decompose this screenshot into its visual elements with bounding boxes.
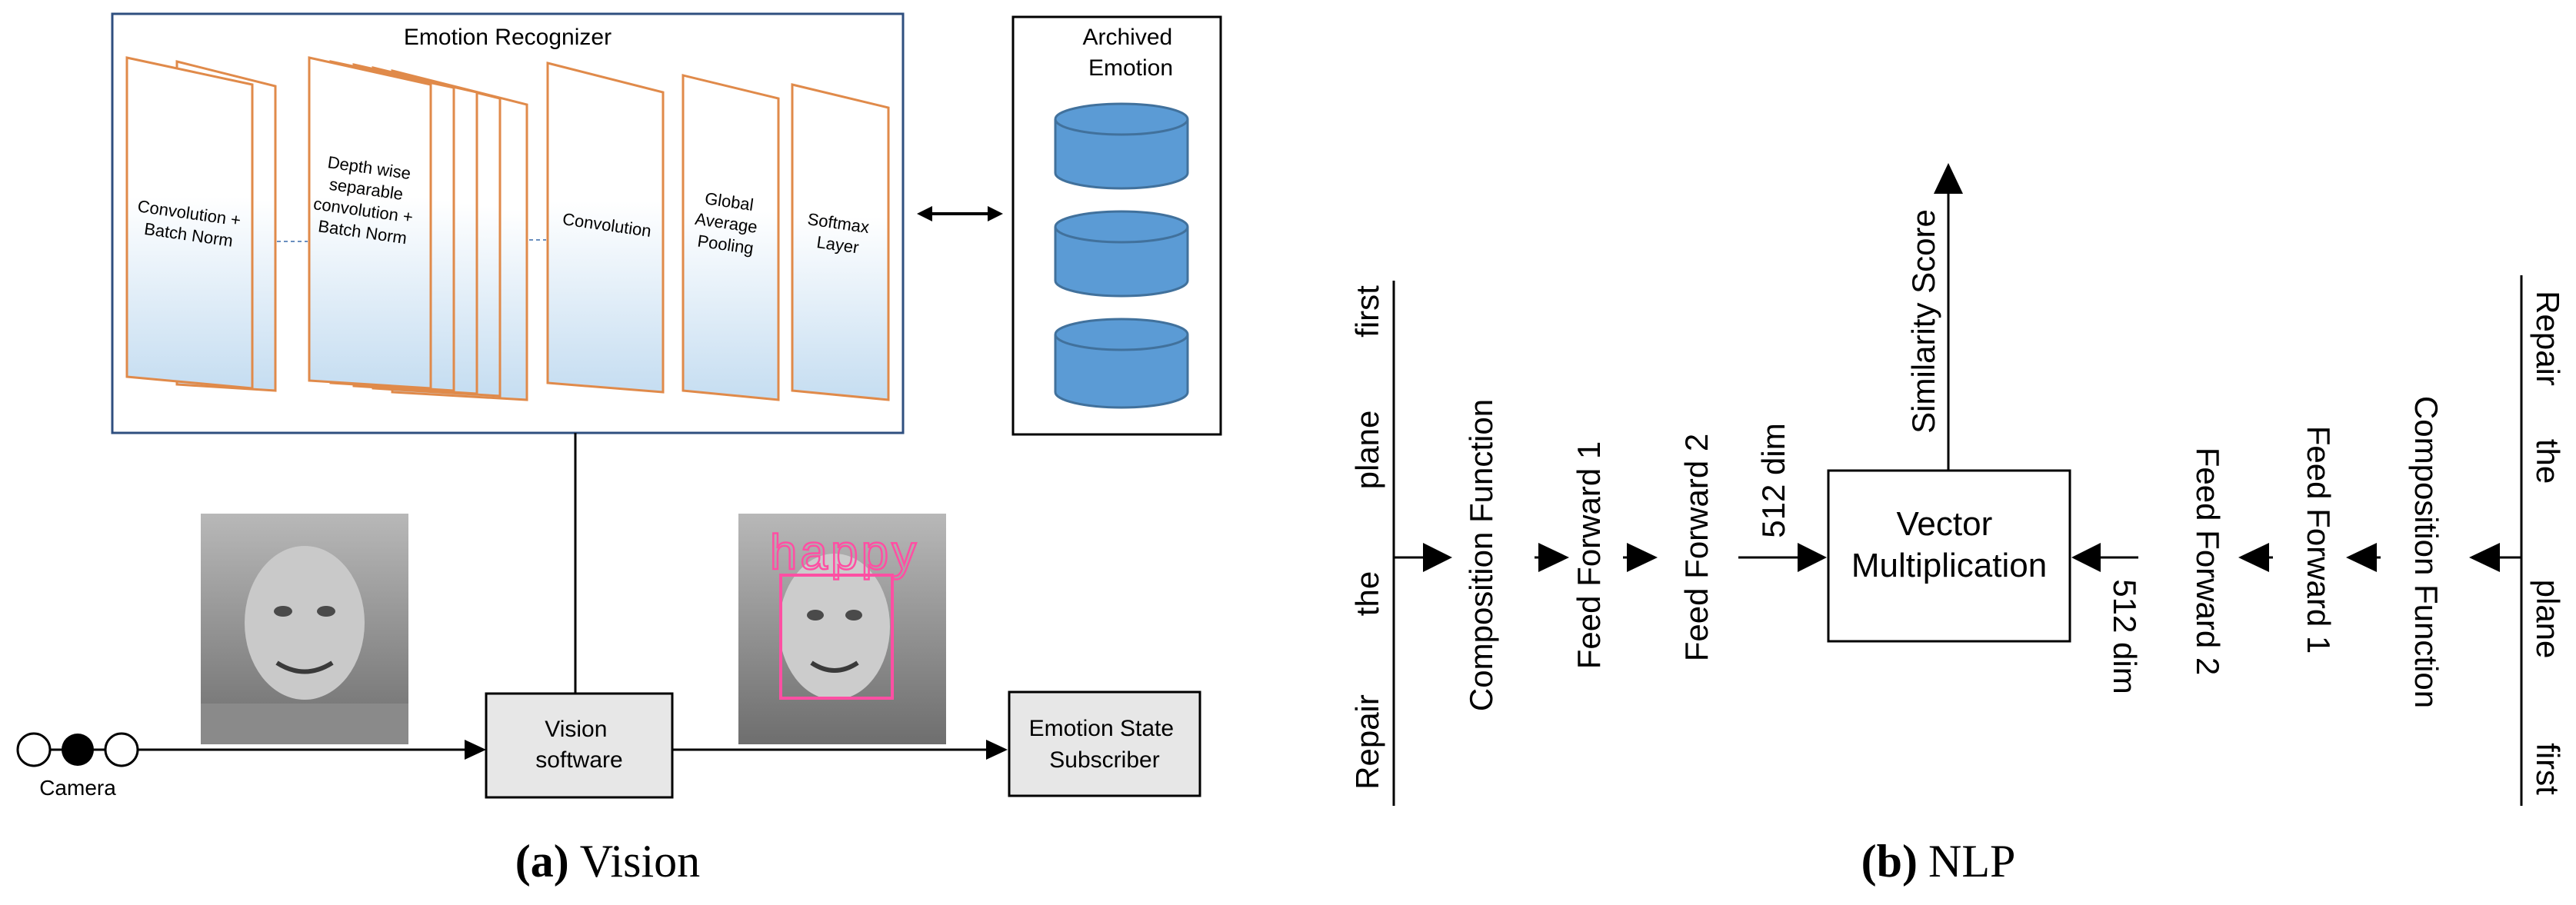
caption-nlp: (b)NLP: [1861, 836, 2016, 887]
camera-label: Camera: [39, 776, 116, 800]
arrow-camera-to-vision: [138, 740, 486, 760]
similarity-score-label: Similarity Score: [1905, 209, 1941, 434]
layer-stack-convolution: Convolution: [546, 62, 665, 394]
nlp-panel: Repair the plane first Composition Funct…: [1349, 163, 2566, 887]
detected-emotion-label: happy: [770, 524, 919, 580]
left-dim-label: 512 dim: [1755, 423, 1791, 537]
left-flow-arrows: [1394, 543, 1827, 572]
database-cylinder-icon: [1054, 318, 1189, 409]
right-stage-feed-forward-2: Feed Forward 2: [2190, 448, 2226, 675]
emotion-recognizer-title: Emotion Recognizer: [404, 25, 612, 50]
input-face-photo: [201, 514, 408, 744]
similarity-output-arrow: [1934, 163, 1963, 471]
output-face-photo: happy: [738, 514, 946, 744]
bidirectional-arrow: [917, 206, 1003, 221]
vector-multiplication-box: [1827, 469, 2071, 643]
right-word: first: [2530, 743, 2566, 795]
database-cylinder-icon: [1054, 102, 1189, 190]
right-dim-label: 512 dim: [2107, 579, 2143, 694]
camera-icon: [16, 732, 139, 767]
database-cylinder-icon: [1054, 210, 1189, 298]
layer-stack-depthwise: Depth wise separable convolution + Batch…: [308, 56, 528, 401]
layer-stack-softmax: Softmax Layer: [791, 83, 890, 401]
layer-stack-conv-bn: Convolution + Batch Norm: [125, 56, 277, 392]
right-word: the: [2530, 439, 2566, 484]
right-flow-arrows: [2071, 543, 2521, 572]
caption-vision: (a)Vision: [515, 836, 700, 887]
left-word: plane: [1349, 411, 1385, 490]
vision-panel: Emotion Recognizer Convolution + Batch N…: [16, 12, 1222, 887]
left-word: first: [1349, 285, 1385, 338]
vision-software-label: Vision software: [535, 717, 622, 773]
arrow-vision-to-subscriber: [672, 740, 1008, 760]
left-stage-feed-forward-2: Feed Forward 2: [1678, 434, 1715, 661]
right-word: Repair: [2530, 291, 2566, 386]
face-detection-box: [779, 574, 894, 700]
left-word: Repair: [1349, 694, 1385, 790]
vector-multiplication-label: Vector Multiplication: [1851, 505, 2047, 584]
archived-emotion-title: Archived Emotion: [1082, 25, 1178, 81]
left-stage-composition-function: Composition Function: [1463, 399, 1499, 711]
vision-software-box: [485, 692, 674, 799]
right-word: plane: [2530, 580, 2566, 659]
right-stage-feed-forward-1: Feed Forward 1: [2301, 426, 2337, 654]
emotion-state-subscriber-label: Emotion State Subscriber: [1029, 716, 1181, 773]
emotion-state-subscriber-box: [1008, 690, 1201, 797]
layer-stack-global-avg-pooling: Global Average Pooling: [681, 74, 780, 401]
left-stage-feed-forward-1: Feed Forward 1: [1571, 441, 1607, 669]
right-stage-composition-function: Composition Function: [2408, 396, 2444, 708]
left-word: the: [1349, 571, 1385, 616]
